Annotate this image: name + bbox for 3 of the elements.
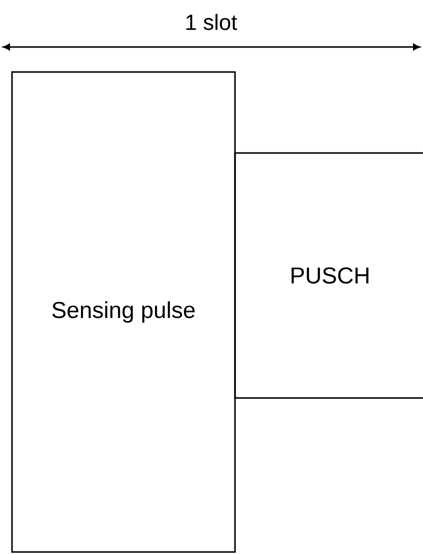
block: Sensing pulse (11, 71, 236, 553)
block: PUSCH (234, 152, 423, 399)
dimension-label: 1 slot (186, 14, 238, 30)
